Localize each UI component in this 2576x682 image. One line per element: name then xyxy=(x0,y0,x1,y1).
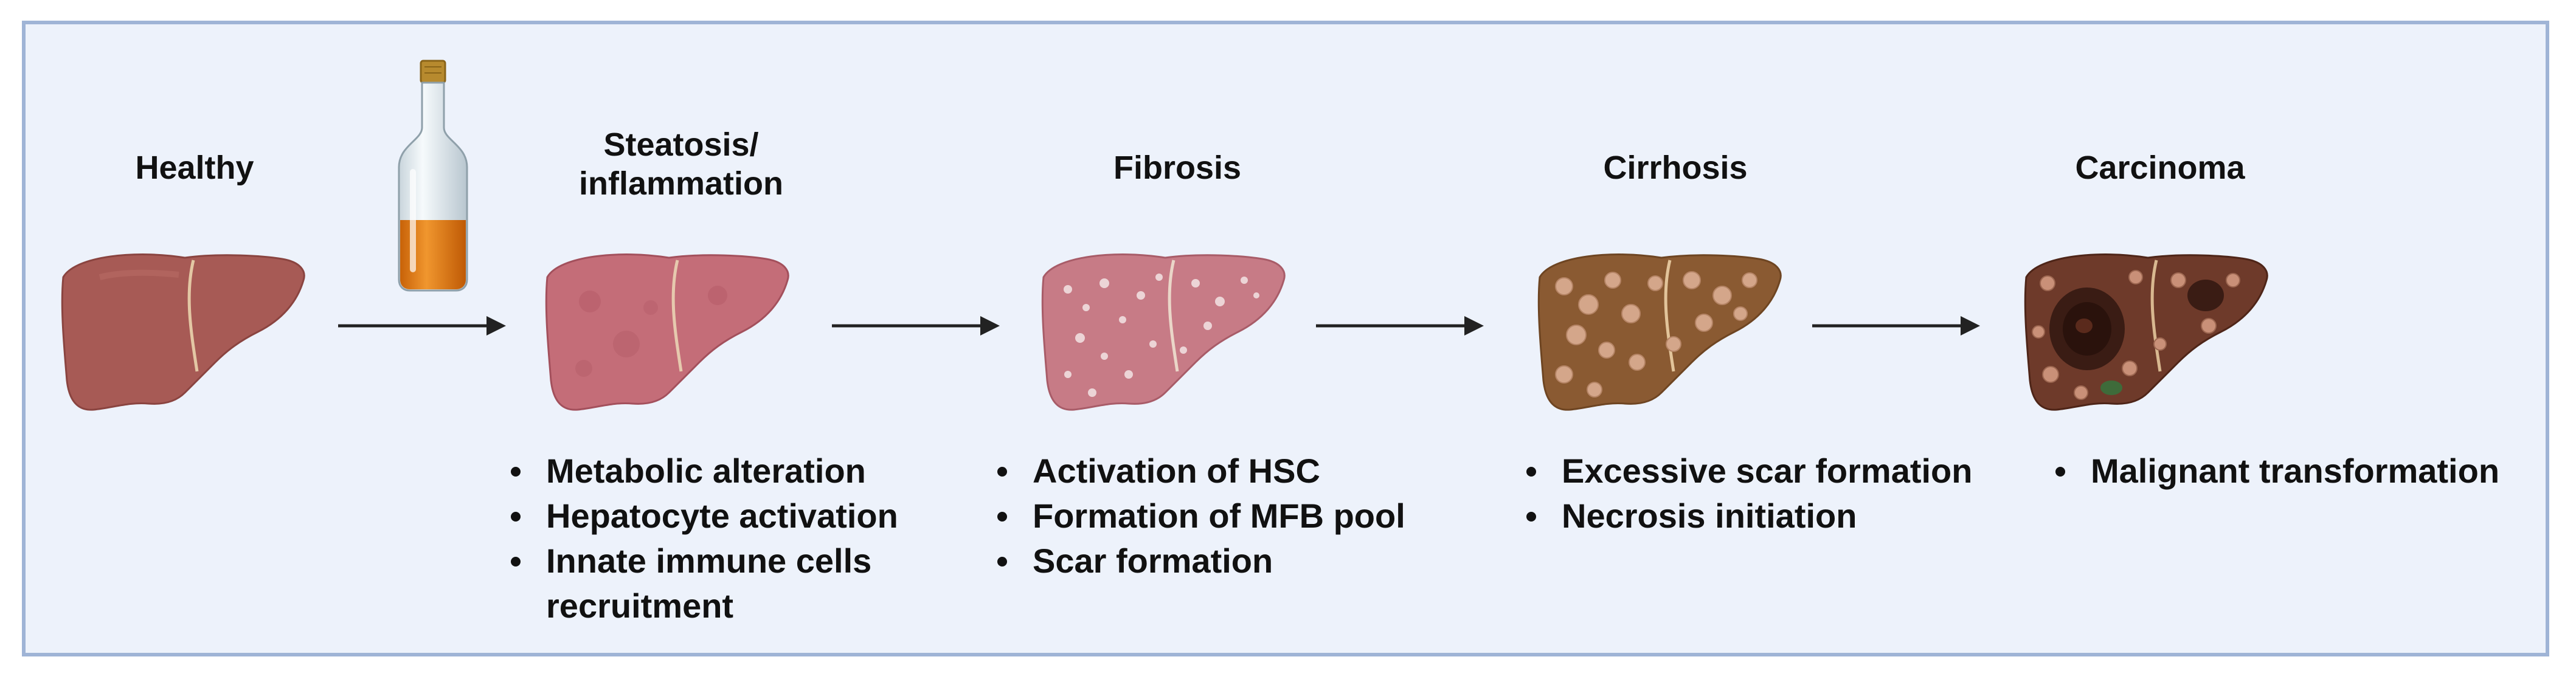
bullet-item: Necrosis initiation xyxy=(1518,494,1972,539)
liver-icon xyxy=(1041,253,1286,411)
bullet-item: Formation of MFB pool xyxy=(989,494,1405,539)
stage-title-line: Fibrosis xyxy=(1113,150,1242,186)
stage-title-cirrhosis: Cirrhosis xyxy=(1575,148,1776,187)
bullets-cirrhosis: Excessive scar formation Necrosis initia… xyxy=(1518,449,1972,539)
arrow-right-icon xyxy=(1316,316,1484,336)
stage-title-steatosis: Steatosis/ inflammation xyxy=(566,125,797,203)
bullet-item: Scar formation xyxy=(989,539,1405,584)
arrow-right-icon xyxy=(832,316,1000,336)
stage-title-line: Healthy xyxy=(135,150,254,186)
liver-icon xyxy=(1537,253,1782,411)
bullet-item: Malignant transformation xyxy=(2047,449,2499,494)
bullets-fibrosis: Activation of HSC Formation of MFB pool … xyxy=(989,449,1405,584)
bullet-item-continuation: recruitment xyxy=(546,587,734,625)
stage-title-line: inflammation xyxy=(578,165,784,202)
stage-title-line: Steatosis/ xyxy=(603,126,759,163)
bullet-item: Excessive scar formation xyxy=(1518,449,1972,494)
bullets-carcinoma: Malignant transformation xyxy=(2047,449,2499,494)
bullet-item: Hepatocyte activation xyxy=(502,494,898,539)
arrow-right-icon xyxy=(1812,316,1980,336)
liver-icon xyxy=(545,253,789,411)
stage-title-line: Cirrhosis xyxy=(1603,150,1748,186)
arrows xyxy=(338,316,1980,336)
liver-icon xyxy=(61,253,305,411)
alcohol-bottle-icon xyxy=(398,60,468,292)
bullet-item: Activation of HSC xyxy=(989,449,1405,494)
stage-title-line: Carcinoma xyxy=(2075,150,2245,186)
stage-title-carcinoma: Carcinoma xyxy=(2051,148,2270,187)
arrow-right-icon xyxy=(338,316,506,336)
bullet-item: Metabolic alteration xyxy=(502,449,898,494)
stage-title-fibrosis: Fibrosis xyxy=(1080,148,1275,187)
stage-title-healthy: Healthy xyxy=(109,148,280,187)
bullets-steatosis: Metabolic alteration Hepatocyte activati… xyxy=(502,449,898,629)
liver-icon xyxy=(2024,253,2268,411)
bullet-item: Innate immune cells xyxy=(502,539,898,584)
